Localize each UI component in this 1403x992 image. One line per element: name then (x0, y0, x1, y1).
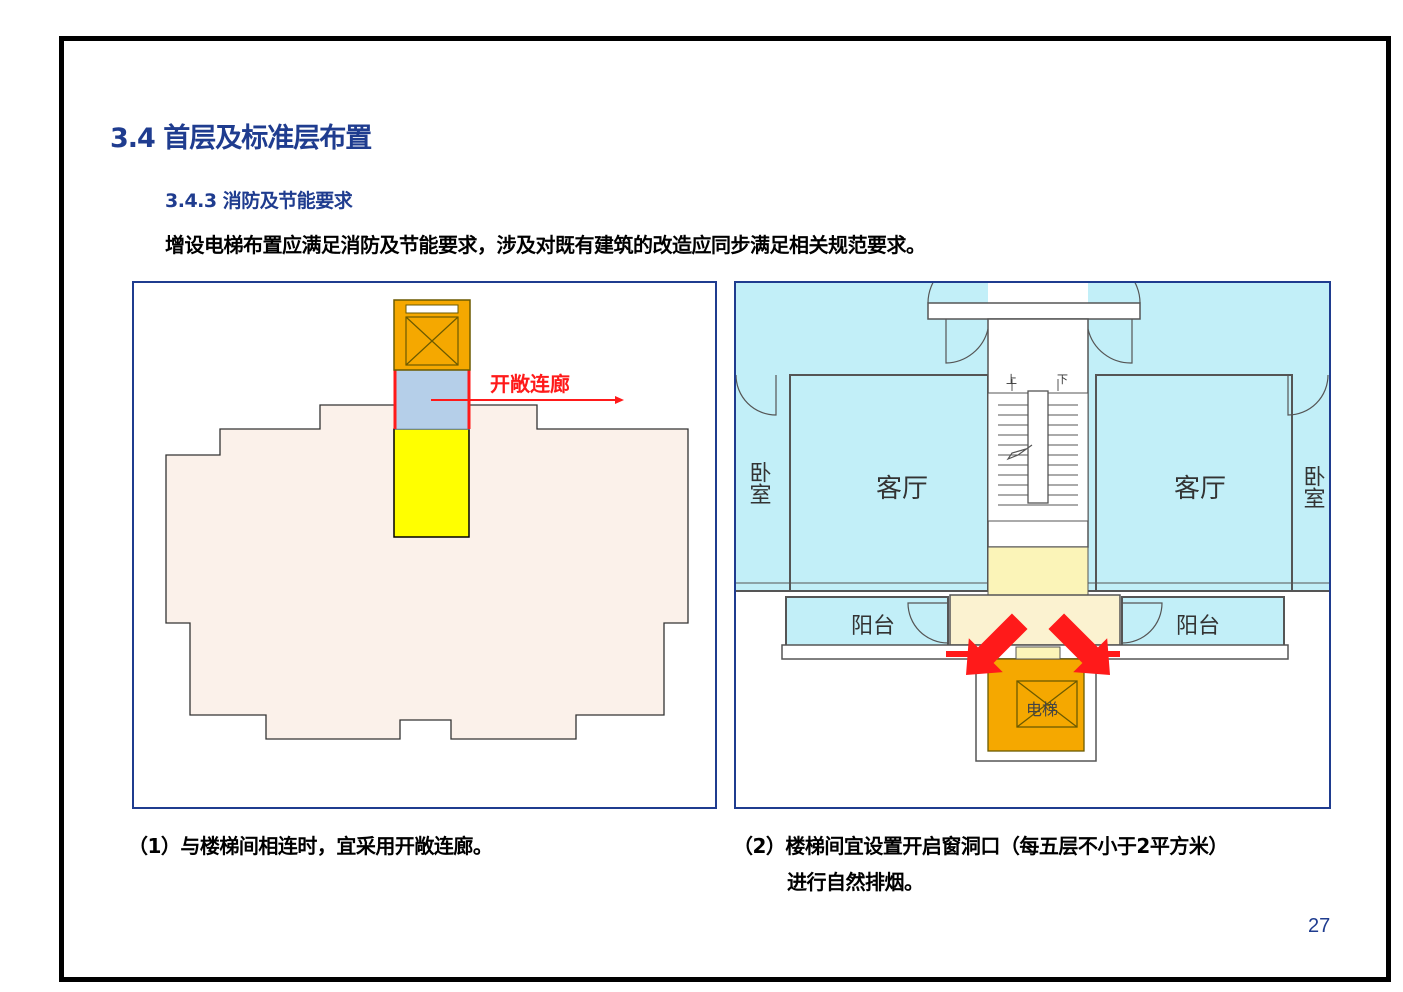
caption-figure1: （1）与楼梯间相连时，宜采用开敞连廊。 (128, 834, 493, 858)
arrow-left (966, 613, 1028, 675)
page-frame (59, 36, 1391, 982)
bedroom-left-label: 卧室 (746, 461, 771, 505)
stair-landing (987, 546, 1089, 598)
living-room-left (789, 374, 989, 592)
elevator-car (987, 658, 1085, 752)
living-left-label: 客厅 (876, 474, 928, 504)
intro-text: 增设电梯布置应满足消防及节能要求，涉及对既有建筑的改造应同步满足相关规范要求。 (165, 233, 926, 257)
caption-figure2-line2: 进行自然排烟。 (787, 870, 924, 894)
smoke-window-left (946, 651, 972, 657)
balcony-left-label: 阳台 (851, 614, 895, 639)
living-right-label: 客厅 (1174, 474, 1226, 504)
stair-up-label: 上 (1006, 373, 1017, 386)
building-footprint (165, 404, 689, 740)
section-title: 3.4 首层及标准层布置 (110, 123, 372, 154)
balcony-right (1121, 596, 1285, 650)
figure-floor-plan: 上 下 电梯 (734, 281, 1331, 809)
bedroom-right-label: 卧室 (1300, 465, 1325, 509)
figure-open-corridor: 开敞连廊 (132, 281, 717, 809)
balcony-left (785, 596, 949, 650)
stair-down-label: 下 (1057, 373, 1068, 386)
arrow-right (1048, 613, 1110, 675)
balcony-right-label: 阳台 (1176, 614, 1220, 639)
corridor-label: 开敞连廊 (490, 372, 570, 396)
sub-title: 3.4.3 消防及节能要求 (165, 190, 353, 212)
open-corridor-diagram: 开敞连廊 (165, 299, 689, 740)
elevator-label: 电梯 (1026, 700, 1058, 719)
elevator-shaft (393, 428, 470, 538)
page-number: 27 (1308, 915, 1331, 937)
floor-plan-diagram: 上 下 电梯 (736, 283, 1329, 762)
entry-hall (949, 594, 1121, 646)
living-room-right (1095, 374, 1293, 592)
caption-figure2-line1: （2）楼梯间宜设置开启窗洞口（每五层不小于2平方米） (733, 834, 1228, 858)
